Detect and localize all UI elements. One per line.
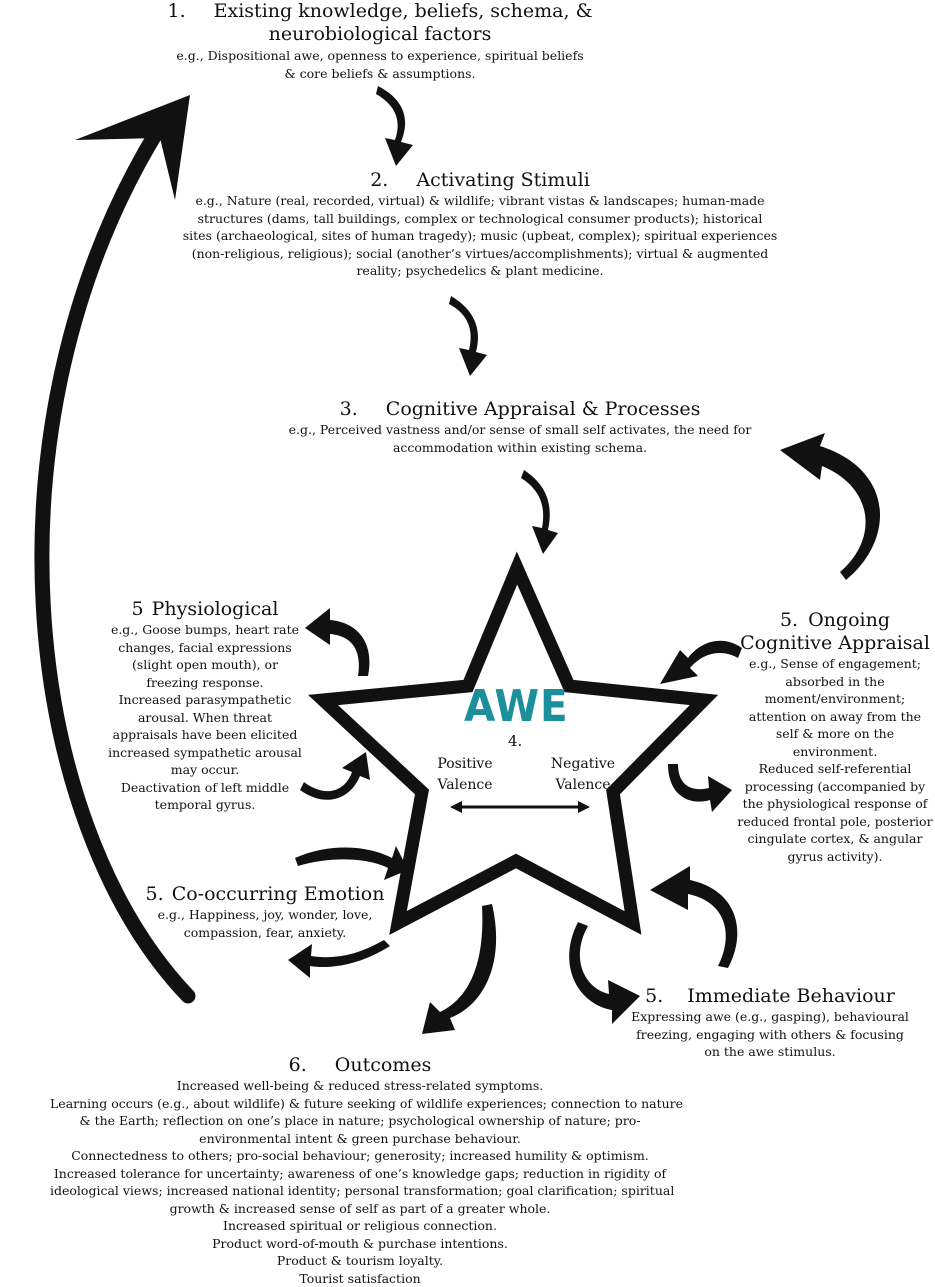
arrow-star-to-physiological (305, 608, 370, 676)
section-2-title: 2.Activating Stimuli (370, 169, 590, 191)
arrow-star-to-ongoing (668, 764, 732, 812)
section-outcomes: 6.Outcomes Increased well-being & reduce… (50, 1054, 684, 1287)
negative-valence-label: Negative Valence (550, 756, 616, 793)
section-2-body: e.g., Nature (real, recorded, virtual) &… (182, 193, 778, 278)
section-4-number: 4. (508, 732, 523, 750)
arrow-star-to-behaviour (569, 922, 640, 1024)
arrow-3-to-star (521, 470, 558, 554)
physiological-body: e.g., Goose bumps, heart rate changes, f… (108, 622, 302, 812)
arrow-physiological-to-star (300, 752, 370, 800)
arrow-star-to-outcomes (422, 904, 497, 1034)
feedback-loop-arrow (34, 122, 196, 1004)
arrow-star-to-emotion (288, 940, 390, 978)
section-1-title-line2: neurobiological factors (268, 23, 492, 45)
positive-valence-label: Positive Valence (437, 756, 493, 793)
arrow-2-to-3 (449, 296, 487, 376)
section-ongoing-appraisal: 5.Ongoing Cognitive Appraisal e.g., Sens… (735, 609, 935, 865)
arrow-1-to-2 (376, 86, 413, 166)
arrow-emotion-to-star (295, 846, 408, 880)
awe-label: AWE (464, 681, 569, 732)
arrow-ongoing-to-appraisal (780, 433, 881, 580)
section-existing-knowledge: 1.Existing knowledge, beliefs, schema, &… (130, 0, 630, 82)
ongoing-title: 5.Ongoing (779, 609, 891, 631)
section-cognitive-appraisal: 3.Cognitive Appraisal & Processes e.g., … (240, 398, 800, 456)
section-3-title: 3.Cognitive Appraisal & Processes (339, 398, 701, 420)
section-3-body: e.g., Perceived vastness and/or sense of… (288, 422, 752, 455)
valence-double-arrow (450, 801, 590, 813)
outcomes-body: Increased well-being & reduced stress-re… (50, 1078, 684, 1286)
section-activating-stimuli: 2.Activating Stimuli e.g., Nature (real,… (180, 169, 780, 280)
co-occurring-body: e.g., Happiness, joy, wonder, love, comp… (157, 907, 373, 940)
ongoing-body: e.g., Sense of engagement; absorbed in t… (737, 656, 933, 864)
arrow-behaviour-to-star (650, 866, 738, 968)
behaviour-body: Expressing awe (e.g., gasping), behaviou… (631, 1009, 909, 1059)
feedback-loop-arrowhead (75, 95, 190, 200)
section-1-title: 1.Existing knowledge, beliefs, schema, & (167, 0, 593, 22)
section-1-number: 1. (167, 0, 186, 22)
arrow-ongoing-to-star (660, 640, 742, 684)
section-immediate-behaviour: 5.Immediate Behaviour Expressing awe (e.… (625, 985, 915, 1061)
outcomes-title: 6.Outcomes (288, 1054, 432, 1076)
section-co-occurring-emotion: 5.Co-occurring Emotion e.g., Happiness, … (135, 883, 395, 941)
behaviour-title: 5.Immediate Behaviour (645, 985, 895, 1007)
awe-star (307, 551, 719, 935)
ongoing-title-line2: Cognitive Appraisal (740, 632, 930, 654)
co-occurring-title: 5.Co-occurring Emotion (145, 883, 385, 905)
section-1-body: e.g., Dispositional awe, openness to exp… (176, 48, 584, 81)
